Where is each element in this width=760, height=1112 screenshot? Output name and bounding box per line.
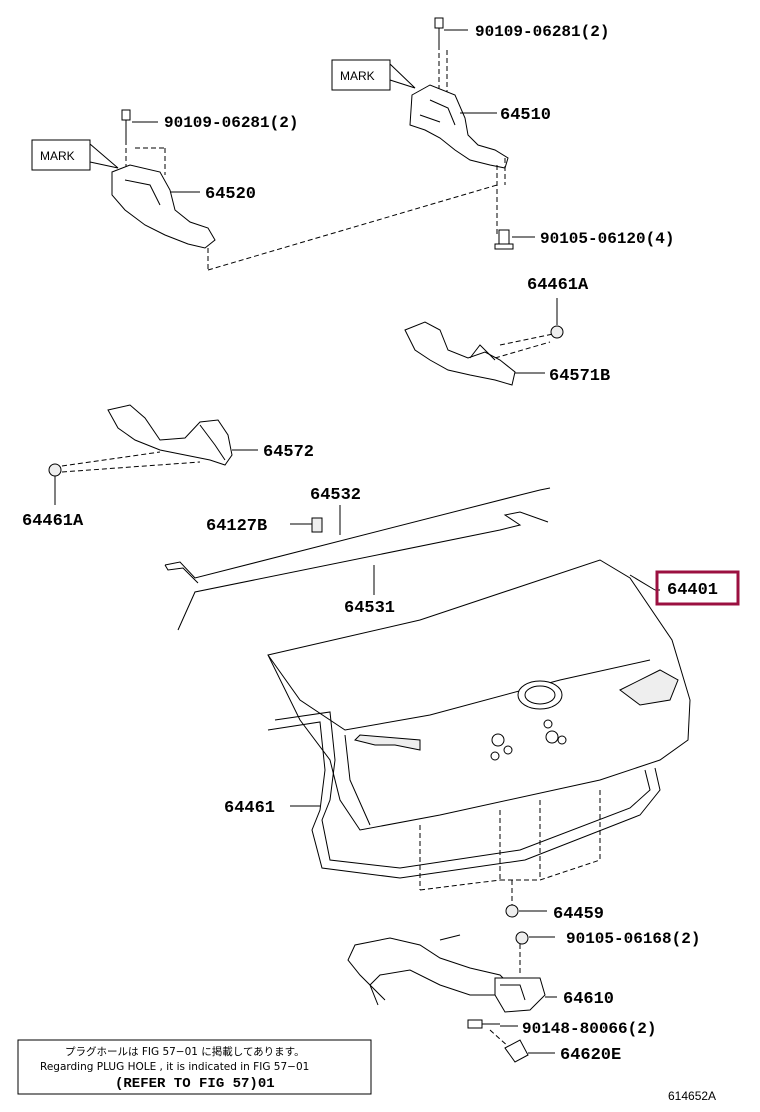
luggage-lid-group (267, 559, 691, 905)
lock-group (347, 904, 557, 1063)
part-label-bolt-hinge-l: 90109-06281(2) (164, 114, 298, 132)
hinge-cover-b-group (404, 298, 564, 386)
striker-icon (504, 1039, 529, 1063)
note-refer[interactable]: (REFER TO FIG 57)01 (115, 1076, 275, 1092)
part-label-torsion-rod-2: 64531 (344, 599, 395, 618)
bolt-icon (434, 17, 444, 45)
hinge-left-group (31, 109, 498, 271)
note-box: プラグホールは FIG 57−01 に掲載してあります。 Regarding P… (17, 1039, 372, 1095)
torsion-rods-group (164, 487, 551, 631)
note-english: Regarding PLUG HOLE , it is indicated in… (40, 1061, 309, 1073)
part-label-weatherstrip: 64461 (224, 799, 275, 818)
bolt-icon (494, 229, 514, 250)
part-label-cushion: 64459 (553, 905, 604, 924)
part-label-bolt-4: 90105-06120(4) (540, 230, 674, 248)
cushion-icon (505, 904, 519, 918)
mark-label-right: MARK (340, 69, 375, 83)
clip-icon (550, 325, 564, 339)
part-label-clip-a-left: 64461A (22, 512, 84, 531)
part-label-striker: 64620E (560, 1046, 621, 1065)
part-label-bolt-2-a: 90105-06168(2) (566, 930, 700, 948)
part-label-clip-a-right: 64461A (527, 276, 589, 295)
mark-label-left: MARK (40, 149, 75, 163)
mark-callout (31, 139, 119, 171)
clip-icon (48, 463, 62, 477)
part-label-hinge-l: 64520 (205, 185, 256, 204)
part-label-luggage-lid[interactable]: 64401 (667, 581, 718, 600)
highlight-box (655, 570, 740, 606)
part-label-bolt-hinge-r: 90109-06281(2) (475, 23, 609, 41)
bolt-icon (121, 109, 131, 140)
figure-number: 614652A (668, 1089, 716, 1103)
note-japanese: プラグホールは FIG 57−01 に掲載してあります。 (65, 1045, 305, 1058)
mark-callout (331, 59, 416, 91)
part-label-hinge-r: 64510 (500, 106, 551, 125)
hinge-cover-group (48, 404, 258, 505)
part-label-lock-assy: 64610 (563, 990, 614, 1009)
rod-clamp-icon (311, 517, 323, 533)
hinge-right-group (331, 17, 535, 250)
part-label-bolt-2-b: 90148-80066(2) (522, 1020, 656, 1038)
part-label-torsion-rod: 64532 (310, 486, 361, 505)
bolt-icon (467, 1019, 500, 1029)
part-label-hinge-cover: 64572 (263, 443, 314, 462)
bolt-icon (515, 931, 529, 945)
part-label-rod-clamp: 64127B (206, 517, 267, 536)
part-label-hinge-cover-b: 64571B (549, 367, 610, 386)
